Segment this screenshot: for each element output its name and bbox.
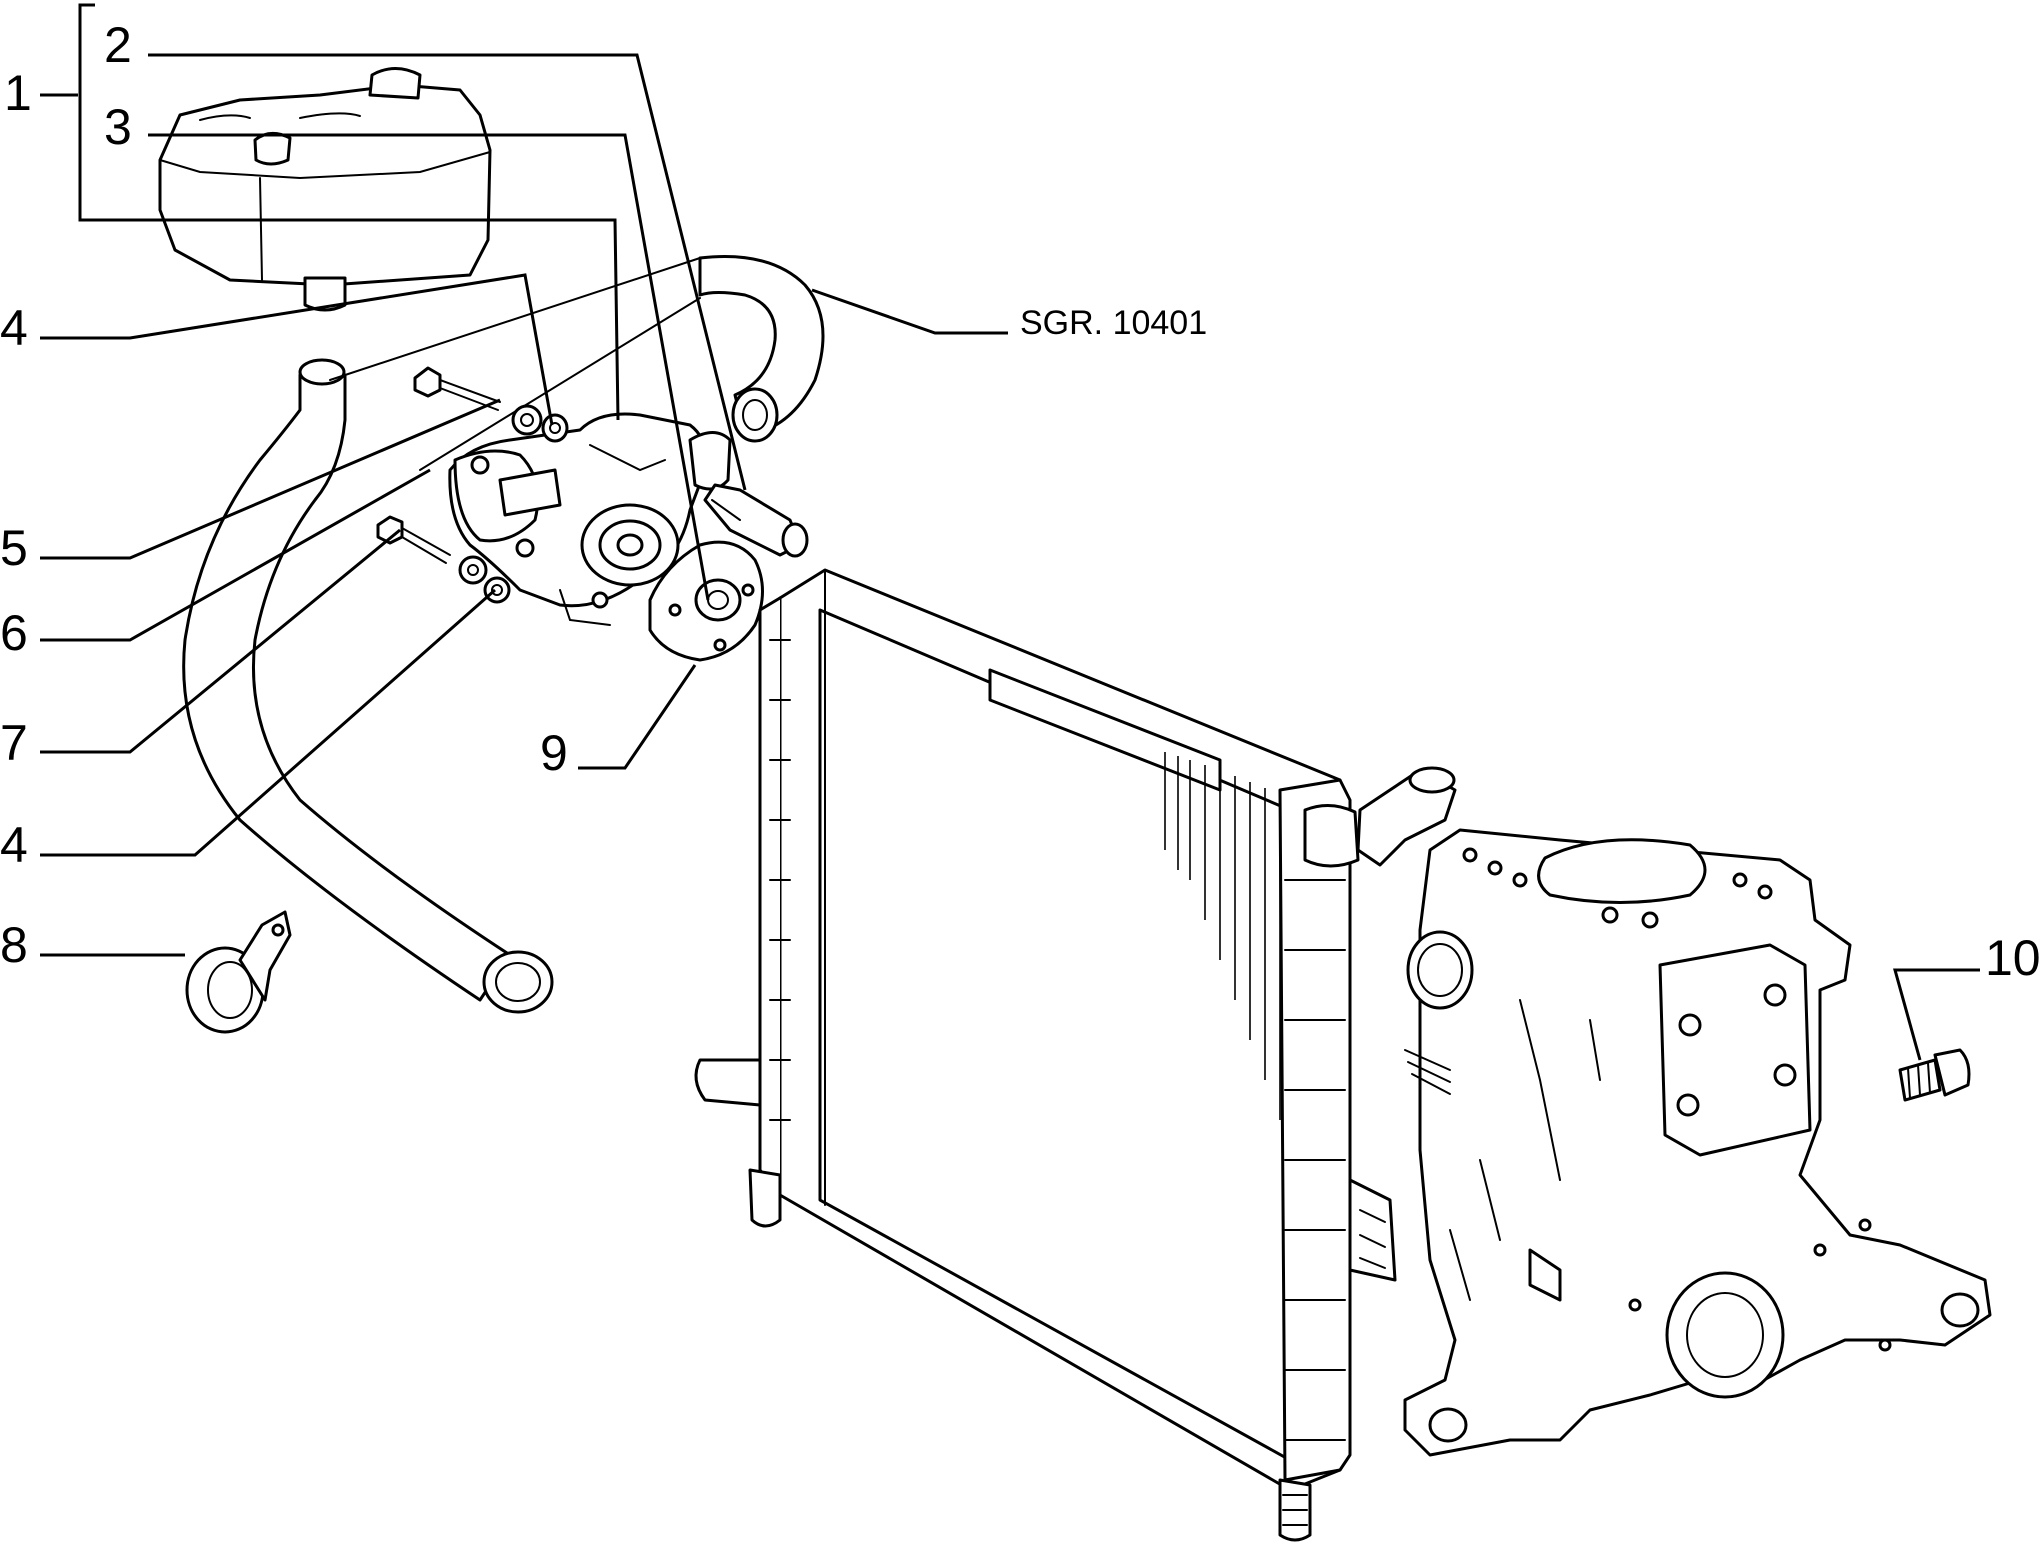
leader-lines	[40, 3, 1980, 1061]
callout-4-upper: 4	[0, 300, 28, 356]
callout-3: 3	[104, 99, 132, 155]
hose-clamp	[185, 910, 292, 1034]
water-pump	[448, 412, 732, 626]
callout-7: 7	[0, 715, 28, 771]
callout-10: 10	[1985, 930, 2041, 986]
engine-block	[1403, 828, 1992, 1457]
washer-lower-2	[483, 576, 511, 604]
upper-hose	[698, 255, 825, 443]
drain-plug	[1898, 1048, 1971, 1102]
assembly-guide-lines	[329, 257, 701, 471]
callout-5: 5	[0, 520, 28, 576]
callout-2: 2	[104, 17, 132, 73]
callout-6: 6	[0, 605, 28, 661]
washer-upper-1	[511, 404, 543, 436]
expansion-tank	[158, 67, 492, 312]
bolt-upper	[413, 366, 501, 411]
bolt-lower	[376, 515, 451, 564]
callout-9: 9	[540, 725, 568, 781]
washer-lower-1	[458, 555, 488, 585]
callout-4-lower: 4	[0, 817, 28, 873]
radiator-fins	[1164, 752, 1281, 1120]
radiator	[694, 568, 1457, 1542]
washer-upper-2	[541, 413, 569, 443]
outlet-pipe	[703, 483, 809, 558]
callout-8: 8	[0, 917, 28, 973]
lower-hose	[182, 358, 554, 1014]
reference-code: SGR. 10401	[1020, 304, 1207, 342]
callout-1: 1	[4, 65, 32, 121]
